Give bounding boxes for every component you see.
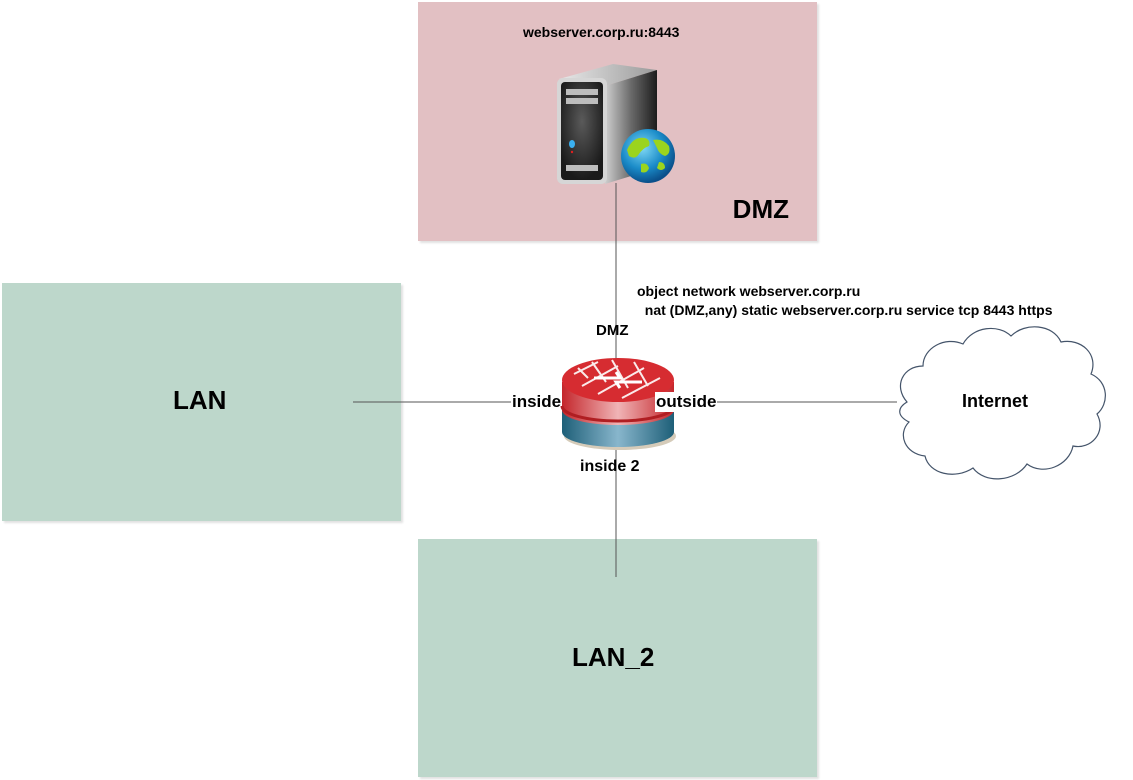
firewall-icon[interactable] bbox=[558, 352, 678, 454]
nat-config-line-1: object network webserver.corp.ru bbox=[637, 283, 861, 299]
firewall-inside2-interface-label: inside 2 bbox=[580, 458, 640, 475]
lan-zone: LAN bbox=[2, 283, 401, 521]
lan2-zone: LAN_2 bbox=[418, 539, 817, 777]
dmz-zone-label: DMZ bbox=[732, 194, 789, 224]
lan-zone-label: LAN bbox=[173, 385, 227, 415]
firewall-inside-interface-label: inside bbox=[511, 392, 563, 412]
firewall-outside-interface-label: outside bbox=[655, 392, 718, 412]
nat-config-line-2: nat (DMZ,any) static webserver.corp.ru s… bbox=[637, 302, 1053, 318]
internet-label: Internet bbox=[962, 391, 1029, 411]
server-label: webserver.corp.ru:8443 bbox=[523, 24, 680, 40]
cloud-icon[interactable] bbox=[893, 320, 1111, 485]
web-server-icon[interactable] bbox=[553, 58, 678, 186]
lan2-zone-label: LAN_2 bbox=[572, 642, 655, 672]
nat-config-text: object network webserver.corp.ru nat (DM… bbox=[637, 282, 1052, 320]
firewall-dmz-interface-label: DMZ bbox=[596, 322, 629, 339]
